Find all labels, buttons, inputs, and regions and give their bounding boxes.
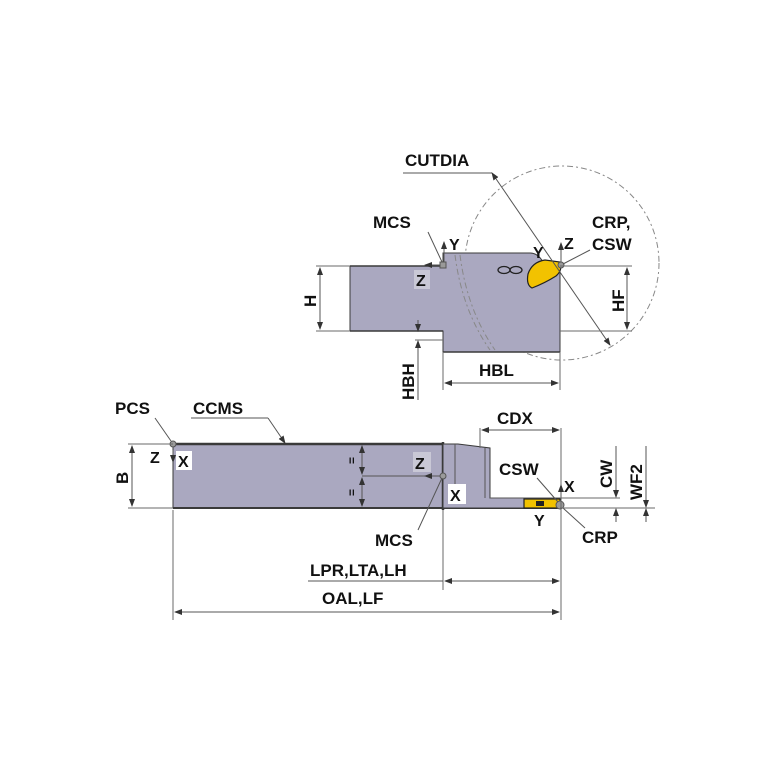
cdx-label: CDX: [497, 409, 534, 428]
top-view-tool-body: [349, 252, 561, 353]
mcs-label-top: MCS: [373, 213, 411, 232]
crp-point-side: [555, 500, 565, 510]
crp-point: [557, 261, 565, 269]
mcs-point-side: [439, 472, 447, 480]
crp-csw-label-line2: CSW: [592, 235, 633, 254]
crp-label-side: CRP: [582, 528, 618, 547]
mcs-axis-y-top: Y: [449, 237, 460, 254]
hbh-label: HBH: [399, 363, 418, 400]
crp-axis-x-side: X: [564, 479, 575, 496]
hbl-label: HBL: [479, 361, 514, 380]
oal-lf-label: OAL,LF: [322, 589, 383, 608]
pcs-axis-z: Z: [150, 450, 160, 467]
wf2-label: WF2: [627, 464, 646, 500]
lpr-lta-lh-label: LPR,LTA,LH: [310, 561, 407, 580]
mcs-axis-z-side: Z: [415, 456, 425, 473]
hf-label: HF: [609, 289, 628, 312]
h-label: H: [301, 295, 320, 307]
b-label: B: [113, 472, 132, 484]
ccms-label: CCMS: [193, 399, 243, 418]
mcs-axis-z-top: Z: [416, 273, 426, 290]
mcs-axis-x-side: X: [450, 488, 461, 505]
cutdia-label: CUTDIA: [405, 151, 469, 170]
mcs-point-top: [439, 261, 447, 269]
pcs-axis-x: X: [178, 454, 189, 471]
mcs-label-side: MCS: [375, 531, 413, 550]
pcs-label: PCS: [115, 399, 150, 418]
equal-mark-upper: =: [345, 457, 359, 464]
side-view: PCS Z X CCMS B = = Z X MCS CDX: [113, 399, 655, 620]
cw-label: CW: [597, 459, 616, 488]
crp-axis-y-top: Y: [533, 245, 544, 262]
csw-label-side: CSW: [499, 460, 540, 479]
crp-axis-y-side: Y: [534, 513, 545, 530]
top-view: CUTDIA MCS Y Z Y Z CRP, CSW H HF: [301, 151, 660, 400]
crp-axis-z-top: Z: [564, 236, 574, 253]
equal-mark-lower: =: [345, 489, 359, 496]
crp-csw-label-line1: CRP,: [592, 213, 630, 232]
